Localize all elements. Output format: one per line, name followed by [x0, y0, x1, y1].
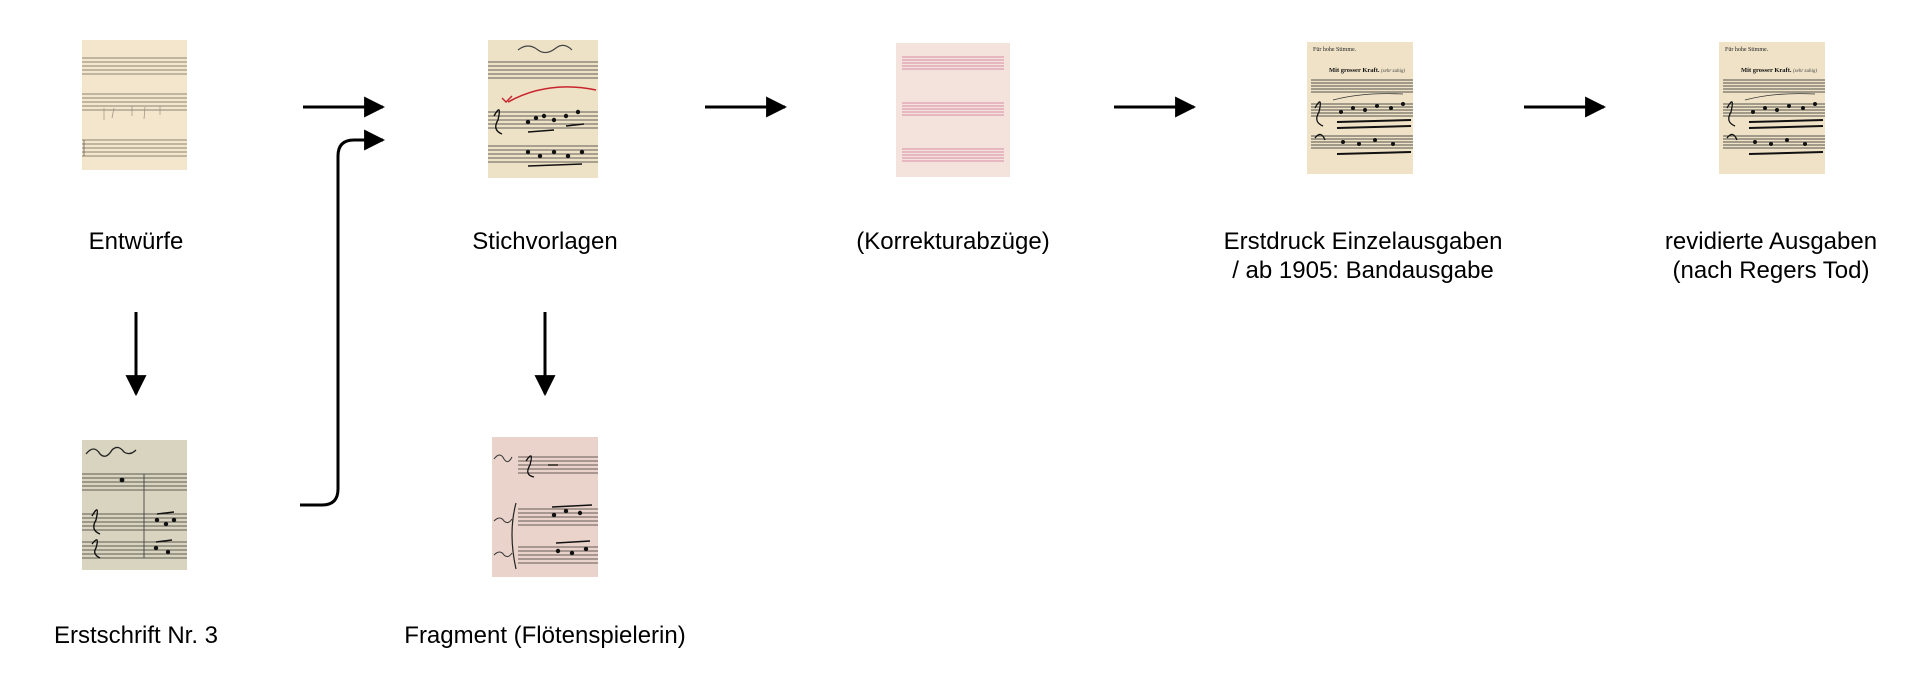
print-heading-text: Für hohe Stimme.: [1725, 47, 1769, 53]
arrow-erstschrift-to-stichvorlagen: [300, 129, 386, 507]
node-label-stichvorlagen: Stichvorlagen: [472, 228, 618, 255]
node-label-erstschrift: Erstschrift Nr. 3: [53, 622, 219, 649]
node-label-revidiert: revidierte Ausgaben (nach Regers Tod): [1664, 228, 1878, 284]
fragment-score-icon: [492, 437, 598, 577]
node-label-entwuerfe: Entwürfe: [88, 228, 184, 255]
print-tempo-tail-text: (sehr zuhig): [1381, 69, 1405, 74]
handwritten-score-icon: [82, 440, 187, 570]
node-label-fragment: Fragment (Flötenspielerin): [404, 622, 686, 649]
print-tempo-tail-text: (sehr zuhig): [1793, 69, 1817, 74]
engraver-copy-icon: [488, 40, 598, 178]
print-tempo-text: Mit grosser Kraft.: [1329, 67, 1380, 74]
printed-score-icon: Für hohe Stimme. Mit grosser Kraft. (seh…: [1719, 42, 1825, 174]
node-label-erstdruck: Erstdruck Einzelausgaben / ab 1905: Band…: [1223, 228, 1503, 284]
blank-staff-paper-icon: [896, 43, 1010, 177]
print-heading-text: Für hohe Stimme.: [1313, 47, 1357, 53]
node-label-korrektur: (Korrekturabzüge): [856, 228, 1050, 255]
manuscript-draft-icon: [82, 40, 187, 170]
print-tempo-text: Mit grosser Kraft.: [1741, 67, 1792, 74]
printed-score-icon: Für hohe Stimme. Mit grosser Kraft. (seh…: [1307, 42, 1413, 174]
